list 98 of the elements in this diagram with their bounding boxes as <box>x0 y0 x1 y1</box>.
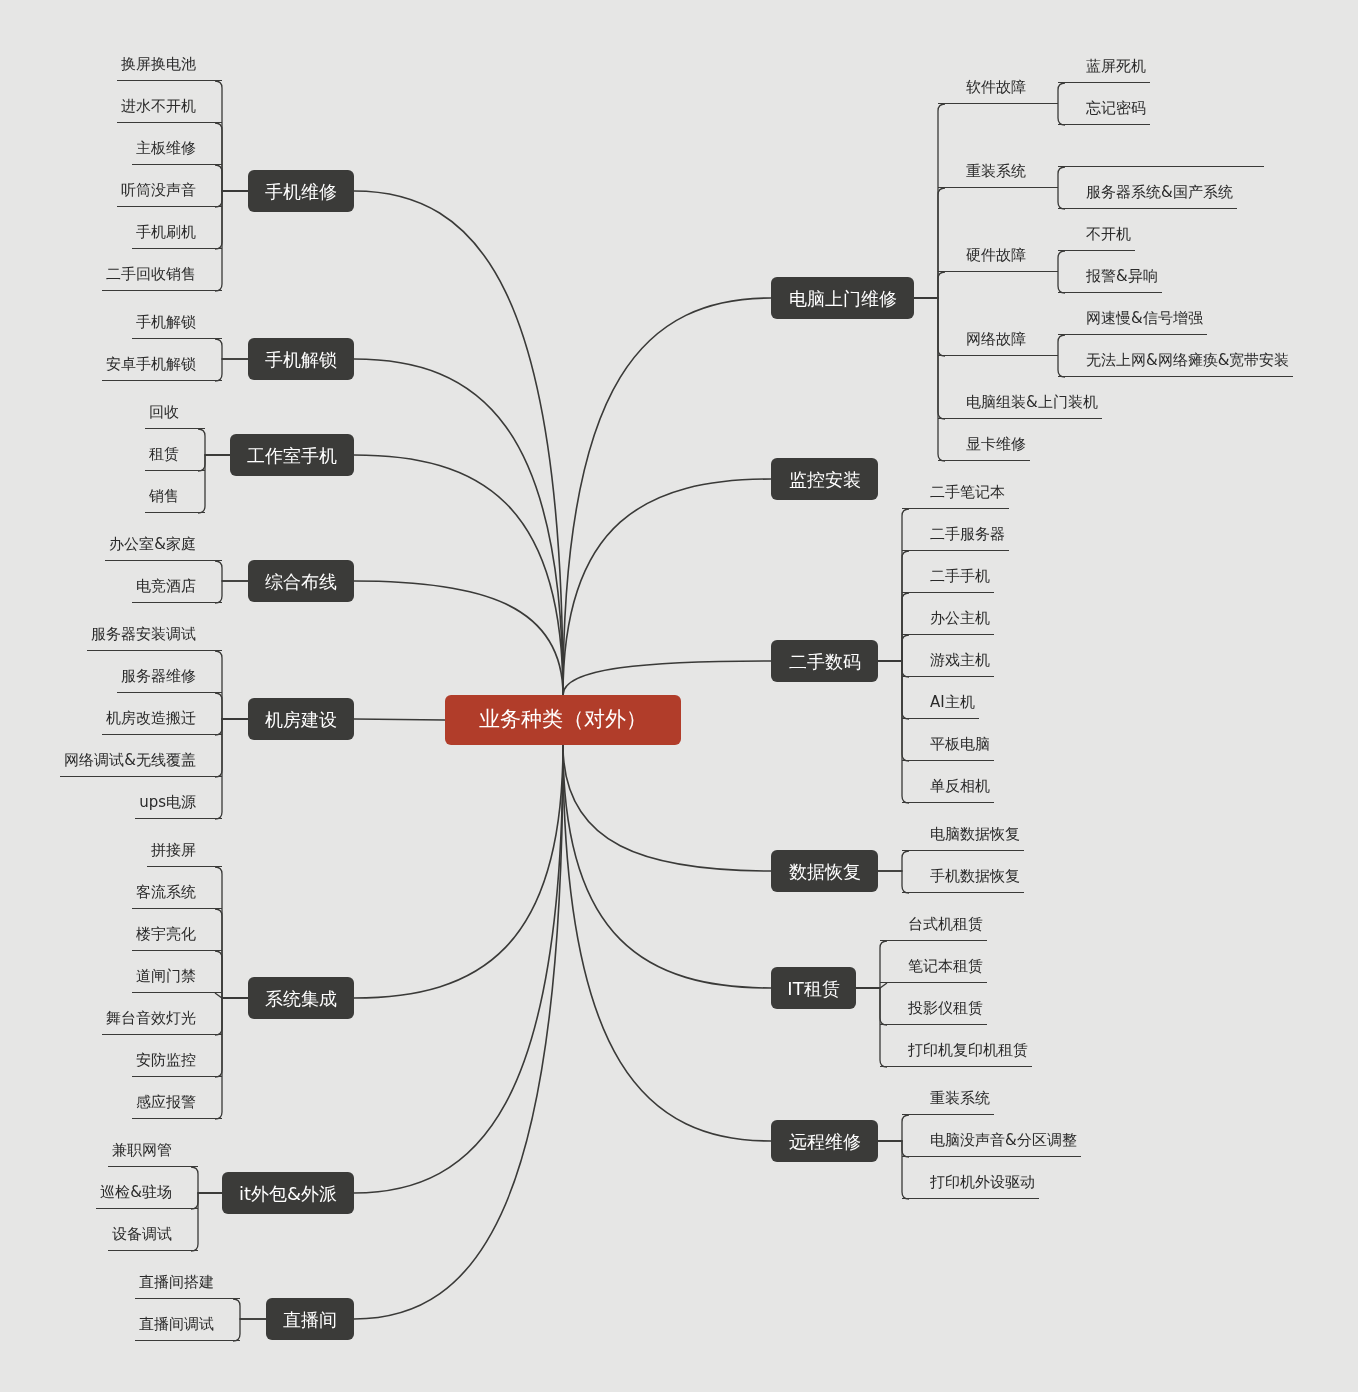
subtopic-label: 台式机租赁 <box>880 909 987 941</box>
subtopic-label: 网速慢&信号增强 <box>1058 303 1207 335</box>
subtopic-label: 蓝屏死机 <box>1058 51 1150 83</box>
subtopic-label: 客流系统 <box>132 877 222 909</box>
subtopic-label: 忘记密码 <box>1058 93 1150 125</box>
bracket-connector <box>1057 166 1066 189</box>
bracket-connector <box>214 997 249 1120</box>
bracket-connector <box>877 870 910 894</box>
subtopic-label: 兼职网管 <box>108 1135 198 1167</box>
subtopic-label: 听筒没声音 <box>117 175 222 207</box>
subtopic-label: 打印机复印机租赁 <box>880 1035 1032 1067</box>
subtopic-label: 设备调试 <box>108 1219 198 1251</box>
topic-box: it外包&外派 <box>222 1172 354 1214</box>
bracket-connector <box>1057 271 1066 294</box>
bracket-connector <box>214 190 249 292</box>
subtopic-label: 巡检&驻场 <box>96 1177 198 1209</box>
subtopic-label: 服务器系统&国产系统 <box>1058 177 1237 209</box>
subtopic-label: 服务器维修 <box>117 661 222 693</box>
subtopic-label: 手机解锁 <box>132 307 222 339</box>
subtopic-label: 道闸门禁 <box>132 961 222 993</box>
subtopic-label: 软件故障 <box>938 72 1058 104</box>
topic-box: 监控安装 <box>771 458 878 500</box>
subtopic-label: 电脑没声音&分区调整 <box>902 1125 1081 1157</box>
subtopic-label: 电脑组装&上门装机 <box>938 387 1102 419</box>
subtopic-label: 笔记本租赁 <box>880 951 987 983</box>
bracket-connector <box>1057 355 1066 378</box>
subtopic-label: 感应报警 <box>132 1087 222 1119</box>
subtopic-label: 重装系统 <box>938 156 1058 188</box>
bracket-connector <box>197 454 231 514</box>
bracket-connector <box>855 987 888 1068</box>
subtopic-label: 重装系统 <box>902 1083 994 1115</box>
subtopic-label: 楼宇亮化 <box>132 919 222 951</box>
subtopic-label: 销售 <box>145 481 205 513</box>
topic-box: 工作室手机 <box>230 434 354 476</box>
subtopic-label: ups电源 <box>135 787 222 819</box>
topic-box: 数据恢复 <box>771 850 878 892</box>
central-topic: 业务种类（对外） <box>445 695 681 745</box>
subtopic-label: 租赁 <box>145 439 205 471</box>
topic-box: 手机解锁 <box>248 338 354 380</box>
branch-curve <box>562 660 772 696</box>
subtopic-label: 硬件故障 <box>938 240 1058 272</box>
subtopic-label: AI主机 <box>902 687 979 719</box>
subtopic-label: 游戏主机 <box>902 645 994 677</box>
bracket-connector <box>877 660 910 804</box>
bracket-connector <box>214 358 249 382</box>
subtopic-label: 单反相机 <box>902 771 994 803</box>
topic-box: IT租赁 <box>771 967 856 1009</box>
subtopic-label: 直播间调试 <box>135 1309 240 1341</box>
subtopic-label: 手机刷机 <box>132 217 222 249</box>
subtopic-label: 不开机 <box>1058 219 1135 251</box>
topic-box: 二手数码 <box>771 640 878 682</box>
subtopic-label: 舞台音效灯光 <box>102 1003 222 1035</box>
subtopic-label: 电脑数据恢复 <box>902 819 1024 851</box>
subtopic-label: 进水不开机 <box>117 91 222 123</box>
subtopic-label: 二手回收销售 <box>102 259 222 291</box>
subtopic-label: 拼接屏 <box>147 835 222 867</box>
bracket-connector <box>1057 82 1066 105</box>
subtopic-label: 二手服务器 <box>902 519 1009 551</box>
bracket-connector <box>1057 103 1066 126</box>
bracket-connector <box>1057 187 1066 210</box>
bracket-connector <box>1057 334 1066 357</box>
subtopic-label: 网络故障 <box>938 324 1058 356</box>
subtopic-label: 安卓手机解锁 <box>102 349 222 381</box>
subtopic-label: 投影仪租赁 <box>880 993 987 1025</box>
topic-box: 直播间 <box>266 1298 354 1340</box>
subtopic-label: 平板电脑 <box>902 729 994 761</box>
topic-box: 远程维修 <box>771 1120 878 1162</box>
topic-box: 电脑上门维修 <box>771 277 914 319</box>
bracket-connector <box>913 297 946 462</box>
subtopic-label: 回收 <box>145 397 205 429</box>
subtopic-label: 无法上网&网络瘫痪&宽带安装 <box>1058 345 1294 377</box>
subtopic-label: 安防监控 <box>132 1045 222 1077</box>
bracket-connector <box>877 1140 910 1200</box>
subtopic-label: 电竞酒店 <box>132 571 222 603</box>
topic-box: 手机维修 <box>248 170 354 212</box>
subtopic-label: 显卡维修 <box>938 429 1030 461</box>
subtopic-label: 二手笔记本 <box>902 477 1009 509</box>
bracket-connector <box>190 1192 223 1252</box>
branch-curve <box>353 718 446 721</box>
subtopic-label: 主板维修 <box>132 133 222 165</box>
bracket-connector <box>1057 250 1066 273</box>
subtopic-label: 打印机外设驱动 <box>902 1167 1039 1199</box>
subtopic-label: 网络调试&无线覆盖 <box>60 745 222 777</box>
subtopic-label: 直播间搭建 <box>135 1267 240 1299</box>
topic-box: 机房建设 <box>248 698 354 740</box>
subtopic-label: 机房改造搬迁 <box>102 703 222 735</box>
topic-box: 综合布线 <box>248 560 354 602</box>
subtopic-label: 换屏换电池 <box>117 49 222 81</box>
bracket-connector <box>214 580 249 604</box>
subtopic-label: 办公室&家庭 <box>105 529 222 561</box>
subtopic-label: 手机数据恢复 <box>902 861 1024 893</box>
bracket-connector <box>214 718 249 820</box>
topic-box: 系统集成 <box>248 977 354 1019</box>
subtopic-label: 二手手机 <box>902 561 994 593</box>
bracket-connector <box>232 1318 267 1342</box>
subtopic-label: 报警&异响 <box>1058 261 1162 293</box>
subtopic-label: 服务器安装调试 <box>87 619 222 651</box>
subtopic-label: 办公主机 <box>902 603 994 635</box>
